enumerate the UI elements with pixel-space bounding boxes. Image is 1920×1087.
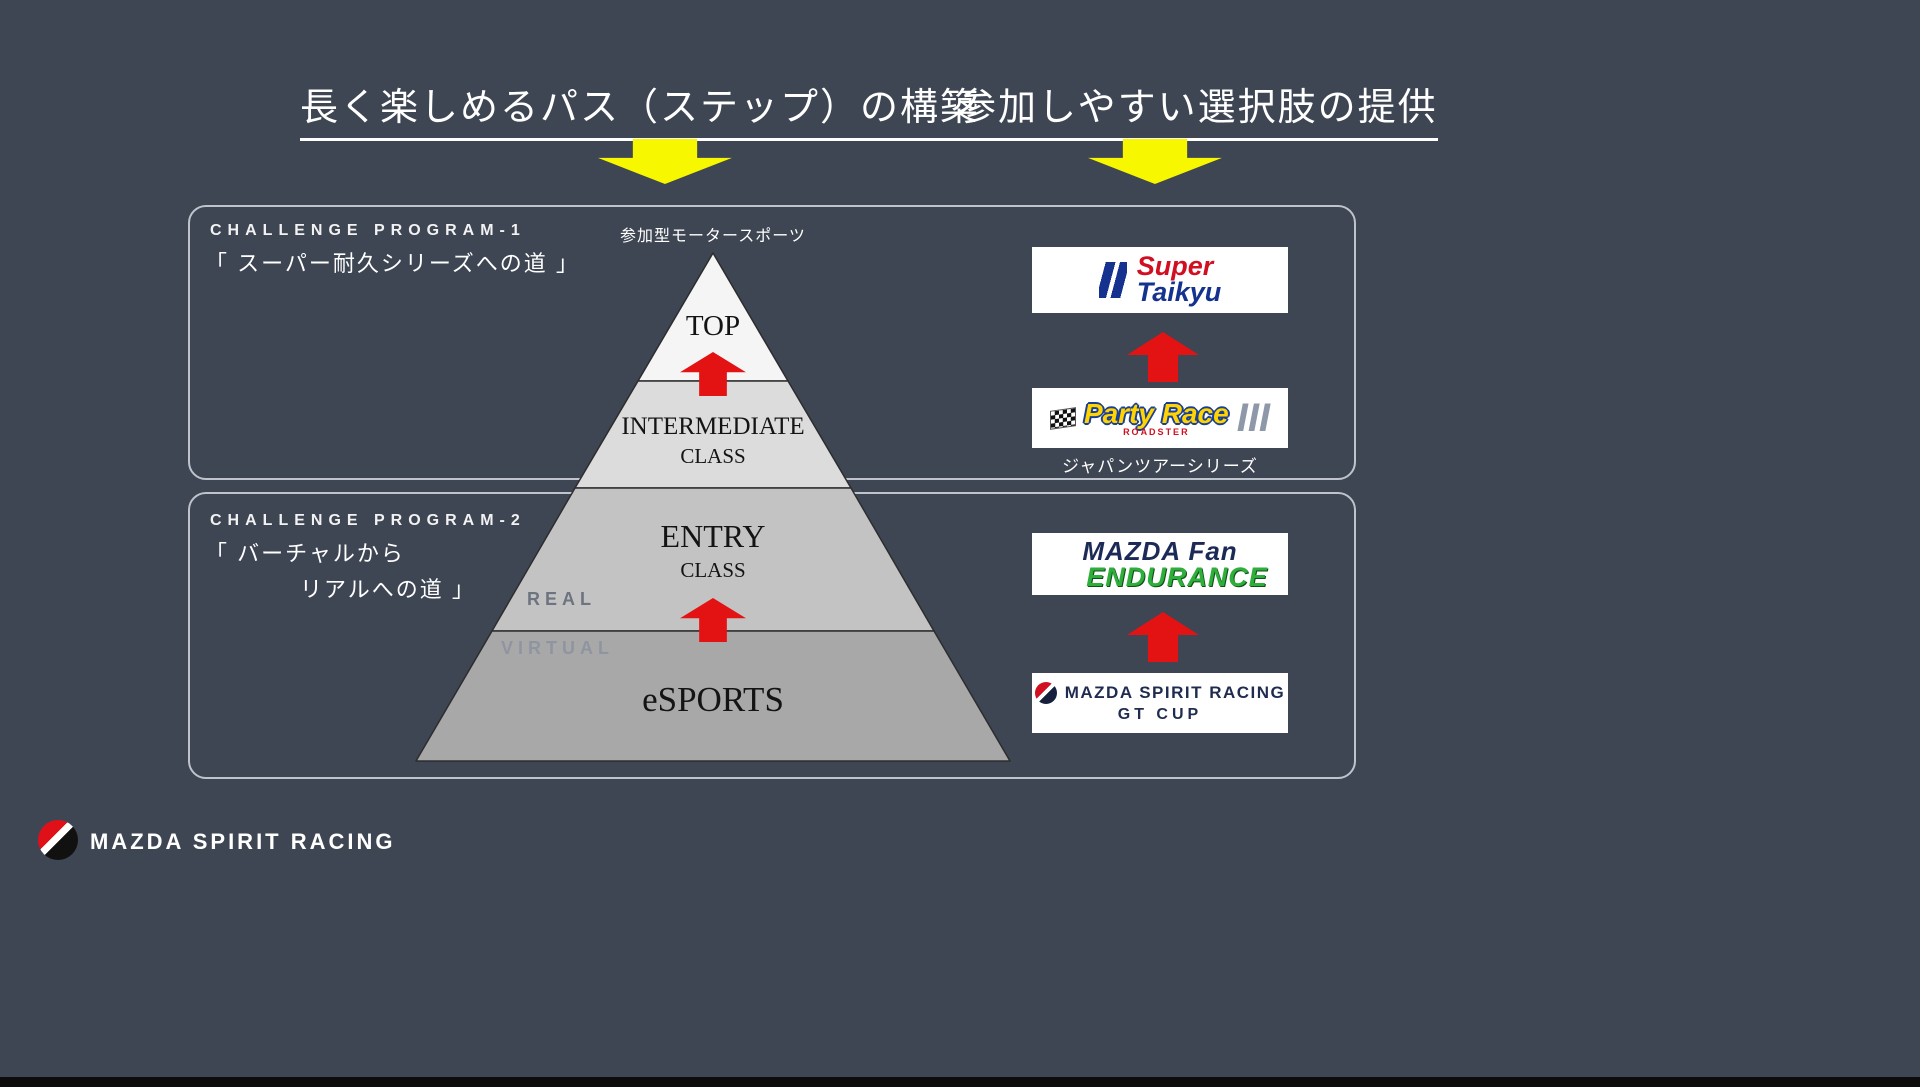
- fan-endurance-line1: MAZDA Fan: [1082, 535, 1238, 566]
- bottom-bar: [0, 1077, 1920, 1087]
- pyramid-label-top: TOP: [685, 310, 741, 342]
- mazda-spirit-racing-logo-icon: [38, 820, 78, 860]
- gt-cup-line2: GT CUP: [1117, 706, 1203, 723]
- mazda-fan-endurance-logo: MAZDA Fan ENDURANCE: [1032, 533, 1288, 595]
- party-race-numeral: III: [1236, 395, 1271, 440]
- super-taikyu-logo: Super Taikyu: [1032, 247, 1288, 313]
- party-race-caption: ジャパンツアーシリーズ: [1062, 457, 1258, 476]
- super-taikyu-line2: Taikyu: [1136, 277, 1222, 307]
- super-taikyu-mark-icon: [1098, 262, 1127, 298]
- program2-subtitle-line2: リアルへの道 」: [300, 577, 476, 602]
- party-race-sub: ROADSTER: [1123, 426, 1190, 437]
- program1-subtitle: 「 スーパー耐久シリーズへの道 」: [205, 251, 580, 276]
- pyramid-label-esports: eSPORTS: [642, 680, 784, 719]
- pyramid-level-esports: [415, 630, 1011, 762]
- super-taikyu-line1: Super: [1136, 251, 1214, 282]
- side-label-virtual: VIRTUAL: [501, 638, 614, 658]
- program1-title: CHALLENGE PROGRAM-1: [210, 222, 526, 239]
- header-left-title: 長く楽しめるパス（ステップ）の構築: [300, 76, 981, 141]
- pyramid-label-intermediate: INTERMEDIATE: [621, 413, 805, 440]
- mazda-spirit-racing-mark-icon: [1034, 682, 1057, 704]
- gt-cup-logo: MAZDA SPIRIT RACING GT CUP: [1032, 673, 1288, 733]
- party-race-logo: Party Race ROADSTER III: [1032, 388, 1288, 448]
- pyramid-diagram: [415, 252, 1011, 762]
- pyramid-label-intermediate-class: CLASS: [680, 444, 746, 468]
- yellow-arrow-down-icon: [1088, 139, 1222, 184]
- yellow-arrow-down-icon: [598, 139, 732, 184]
- side-label-real: REAL: [527, 589, 596, 609]
- party-race-name: Party Race: [1083, 397, 1229, 429]
- program2-title: CHALLENGE PROGRAM-2: [210, 512, 526, 529]
- footer-brand: MAZDA SPIRIT RACING: [90, 829, 396, 854]
- header-right-title: 参加しやすい選択肢の提供: [958, 76, 1438, 141]
- pyramid-label-entry: ENTRY: [660, 518, 766, 554]
- pyramid-caption: 参加型モータースポーツ: [620, 228, 806, 245]
- fan-endurance-line2: ENDURANCE: [1086, 561, 1268, 592]
- pyramid-label-entry-class: CLASS: [680, 558, 746, 582]
- gt-cup-line1: MAZDA SPIRIT RACING: [1064, 683, 1286, 702]
- checkered-flag-icon: [1049, 406, 1076, 430]
- program2-subtitle-line1: 「 バーチャルから: [205, 541, 405, 566]
